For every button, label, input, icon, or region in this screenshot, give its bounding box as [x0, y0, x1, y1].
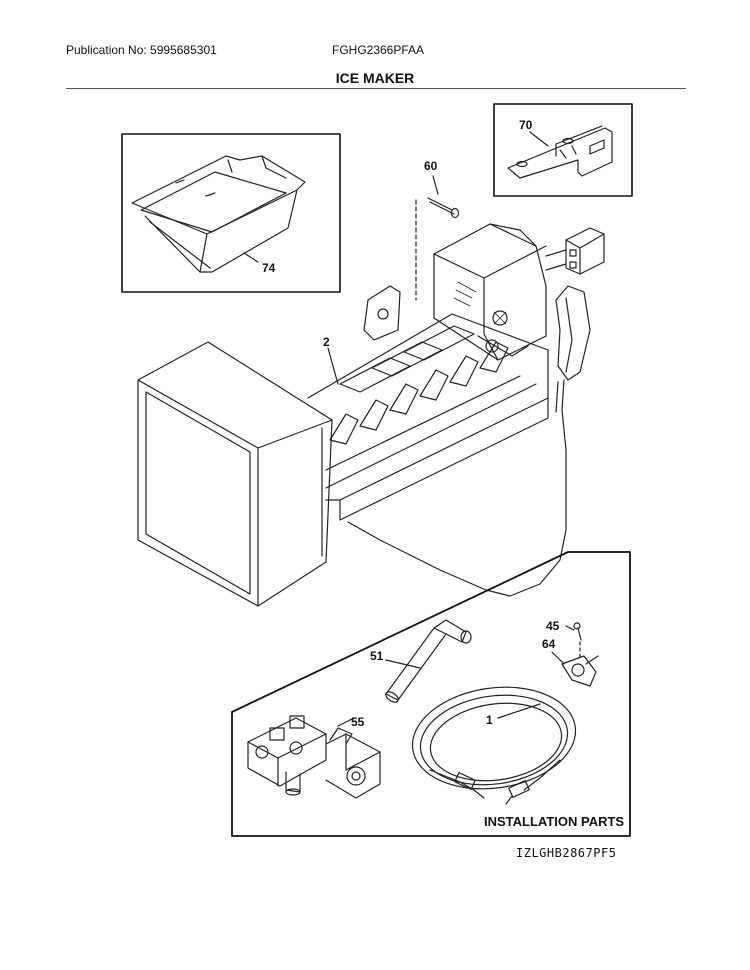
water-valve-drawing — [247, 715, 381, 799]
callout-1: 1 — [486, 713, 493, 727]
installation-parts-label: INSTALLATION PARTS — [484, 814, 624, 829]
leader-55 — [337, 717, 355, 727]
bin-callout-box — [121, 133, 341, 293]
leader-64 — [551, 651, 565, 665]
callout-64: 64 — [542, 637, 556, 651]
leader-1 — [497, 703, 541, 719]
callout-70: 70 — [519, 118, 533, 132]
publication-number: Publication No: 5995685301 — [66, 43, 217, 57]
screw-drawing — [427, 197, 460, 219]
callout-74: 74 — [262, 261, 276, 275]
callout-2: 2 — [323, 335, 330, 349]
model-number: FGHG2366PFAA — [332, 43, 425, 57]
mounting-bracket-drawing — [507, 125, 613, 179]
callout-60: 60 — [424, 159, 438, 173]
leader-45 — [565, 625, 575, 631]
header-divider — [66, 88, 686, 89]
ice-maker-assembly-drawing — [137, 223, 605, 607]
clamp-screw-drawing — [573, 622, 582, 641]
leader-70 — [529, 131, 549, 147]
water-line-coil-drawing — [411, 686, 577, 805]
leader-60 — [432, 175, 439, 195]
ice-bin-drawing — [131, 155, 306, 273]
installation-parts-box — [231, 551, 631, 837]
drawing-reference-code: IZLGHB2867PF5 — [516, 846, 617, 860]
leader-2 — [327, 347, 339, 385]
leader-51 — [385, 659, 421, 669]
bracket-callout-box — [493, 103, 633, 197]
callout-51: 51 — [370, 649, 384, 663]
callout-55: 55 — [351, 715, 365, 729]
section-title: ICE MAKER — [335, 70, 415, 86]
leader-74 — [243, 252, 259, 263]
fill-tube-drawing — [385, 619, 472, 703]
tube-clamp-drawing — [561, 655, 599, 687]
callout-45: 45 — [546, 619, 560, 633]
